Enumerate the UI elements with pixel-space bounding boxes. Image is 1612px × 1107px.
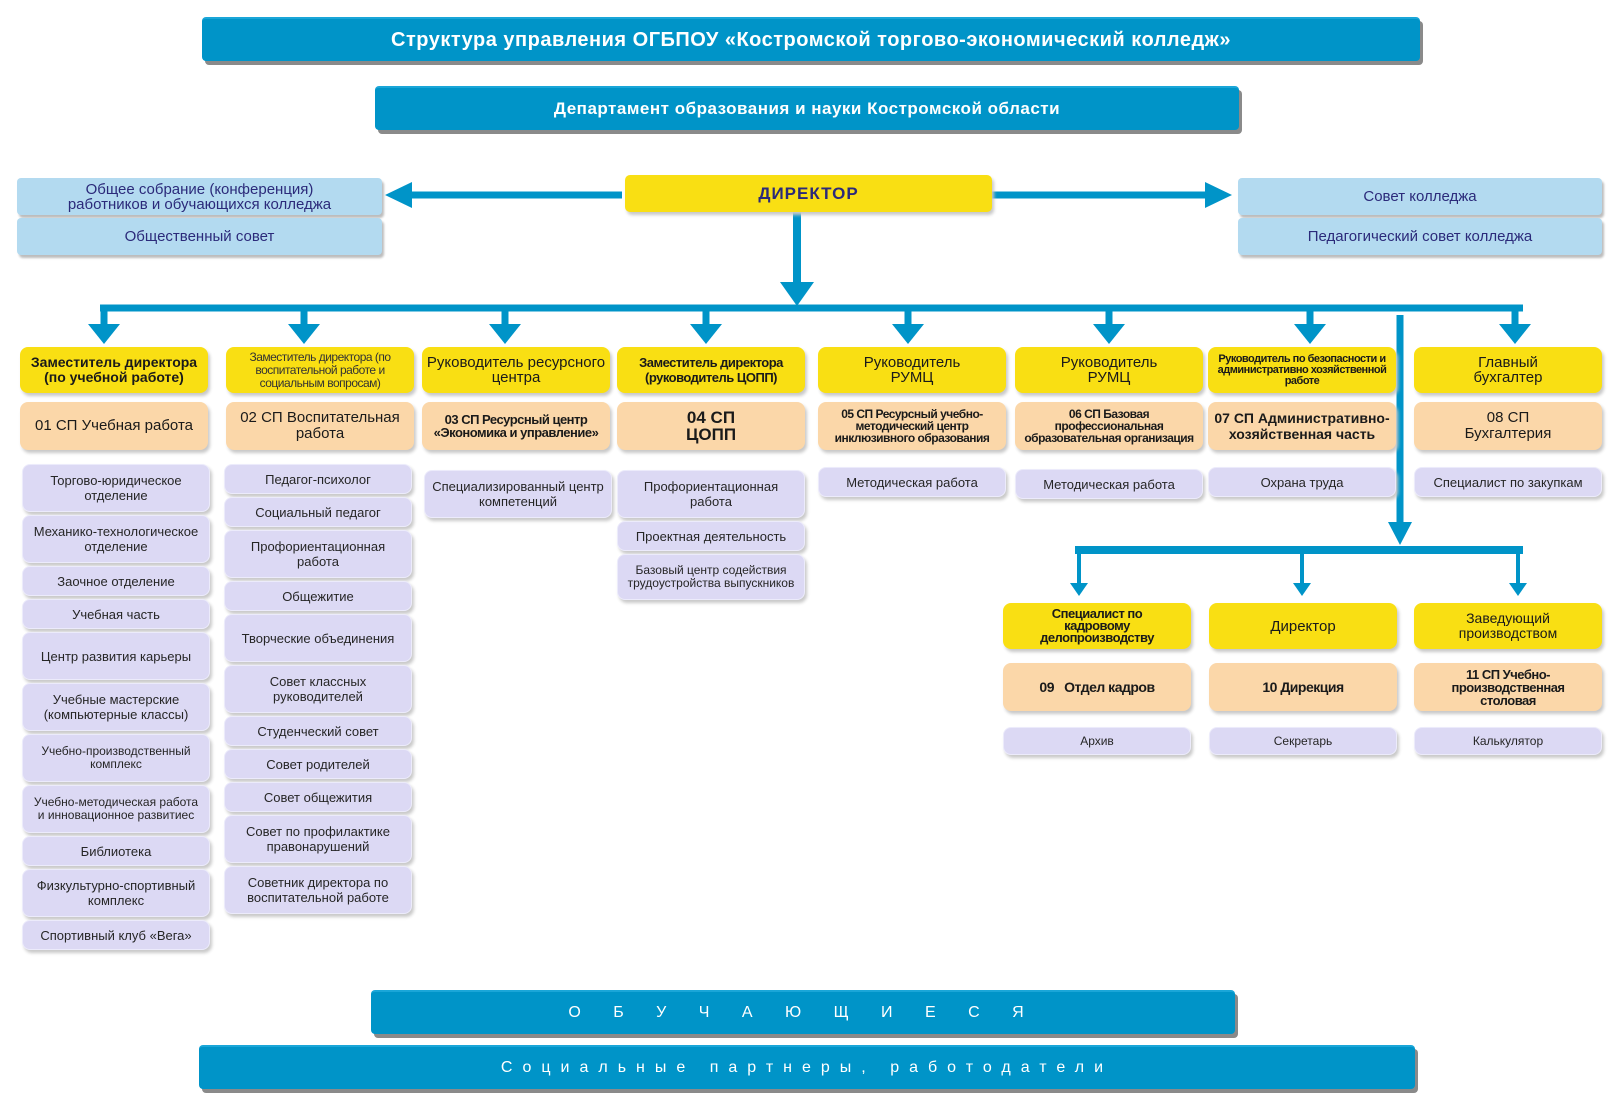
column-2-item: Совет по профилактике правонарушений — [224, 815, 412, 863]
sub-column-3-unit: 11 СП Учебно-производственная столовая — [1414, 663, 1602, 711]
sub-branch-arrows — [1070, 315, 1527, 596]
column-2-item: Педагог-психолог — [224, 464, 412, 494]
column-2-item: Студенческий совет — [224, 716, 412, 746]
sub-column-3-item: Калькулятор — [1414, 727, 1602, 755]
arrow-left — [385, 182, 622, 208]
column-1-item: Торгово-юридическое отделение — [22, 464, 210, 512]
college-council-box: Совет колледжа — [1238, 178, 1602, 215]
column-2-item: Социальный педагог — [224, 497, 412, 527]
column-1-item: Учебные мастерские (компьютерные классы) — [22, 683, 210, 731]
column-2-item: Совет общежития — [224, 782, 412, 812]
public-council-box: Общественный совет — [17, 218, 382, 255]
column-2-item: Совет классных руководителей — [224, 665, 412, 713]
column-8-unit: 08 СП Бухгалтерия — [1414, 402, 1602, 450]
column-5-item: Методическая работа — [818, 467, 1006, 497]
column-1-item: Заочное отделение — [22, 566, 210, 596]
column-6-head: Руководитель РУМЦ — [1015, 347, 1203, 393]
column-7-head: Руководитель по безопасности и администр… — [1208, 347, 1396, 393]
sub-column-2-item: Секретарь — [1209, 727, 1397, 755]
column-8-head: Главный бухгалтер — [1414, 347, 1602, 393]
column-1-unit: 01 СП Учебная работа — [20, 402, 208, 450]
column-1-item: Механико-технологическое отделение — [22, 515, 210, 563]
column-7-unit: 07 СП Административно-хозяйственная част… — [1208, 402, 1396, 450]
sub-column-2-head: Директор — [1209, 603, 1397, 649]
column-1-item: Центр развития карьеры — [22, 632, 210, 680]
column-3-unit: 03 СП Ресурсный центр «Экономика и управ… — [422, 402, 610, 450]
column-1-item: Библиотека — [22, 836, 210, 866]
column-4-unit: 04 СП ЦОПП — [617, 402, 805, 450]
department-banner: Департамент образования и науки Костромс… — [375, 86, 1239, 130]
column-1-item: Учебно-производственный комплекс — [22, 734, 210, 782]
column-5-unit: 05 СП Ресурсный учебно-методический цент… — [818, 402, 1006, 450]
arrow-right — [990, 182, 1232, 208]
column-4-item: Профориентационная работа — [617, 470, 805, 518]
column-2-item: Творческие объединения — [224, 614, 412, 662]
column-1-head: Заместитель директора (по учебной работе… — [20, 347, 208, 393]
sub-column-1-head: Специалист по кадровому делопроизводству — [1003, 603, 1191, 649]
column-1-item: Учебная часть — [22, 599, 210, 629]
column-1-item: Спортивный клуб «Вега» — [22, 920, 210, 950]
column-5-head: Руководитель РУМЦ — [818, 347, 1006, 393]
director-box: ДИРЕКТОР — [625, 175, 992, 212]
arrow-director-down — [780, 212, 814, 306]
partners-banner: Социальные партнеры, работодатели — [199, 1045, 1415, 1089]
sub-column-1-item: Архив — [1003, 727, 1191, 755]
pedagogical-council-box: Педагогический совет колледжа — [1238, 218, 1602, 255]
general-meeting-box: Общее собрание (конференция) работников … — [17, 178, 382, 215]
students-banner: О Б У Ч А Ю Щ И Е С Я — [371, 990, 1235, 1034]
page-title: Структура управления ОГБПОУ «Костромской… — [202, 17, 1420, 61]
column-3-item: Специализированный центр компетенций — [424, 470, 612, 518]
column-4-head: Заместитель директора (руководитель ЦОПП… — [617, 347, 805, 393]
column-2-unit: 02 СП Воспитательная работа — [226, 402, 414, 450]
column-2-item: Советник директора по воспитательной раб… — [224, 866, 412, 914]
column-8-item: Специалист по закупкам — [1414, 467, 1602, 497]
column-4-item: Проектная деятельность — [617, 521, 805, 551]
column-4-item: Базовый центр содействия трудоустройства… — [617, 554, 805, 600]
column-3-head: Руководитель ресурсного центра — [422, 347, 610, 393]
column-arrows — [88, 308, 1531, 344]
column-1-item: Учебно-методическая работа и инновационн… — [22, 785, 210, 833]
column-2-item: Общежитие — [224, 581, 412, 611]
sub-column-3-head: Заведующий производством — [1414, 603, 1602, 649]
column-2-head: Заместитель директора (по воспитательной… — [226, 347, 414, 393]
column-6-item: Методическая работа — [1015, 469, 1203, 499]
column-1-item: Физкультурно-спортивный комплекс — [22, 869, 210, 917]
sub-column-1-unit: 09 Отдел кадров — [1003, 663, 1191, 711]
column-6-unit: 06 СП Базовая профессиональная образоват… — [1015, 402, 1203, 450]
column-2-item: Совет родителей — [224, 749, 412, 779]
column-7-item: Охрана труда — [1208, 467, 1396, 497]
column-2-item: Профориентационная работа — [224, 530, 412, 578]
sub-column-2-unit: 10 Дирекция — [1209, 663, 1397, 711]
